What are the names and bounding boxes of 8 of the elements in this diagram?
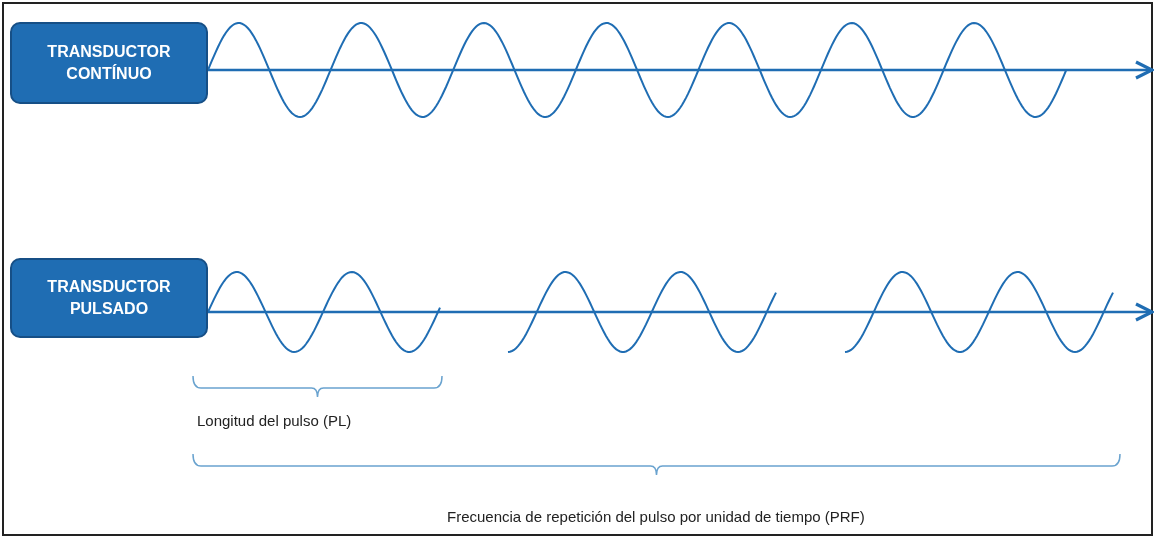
box-label: TRANSDUCTOR CONTÍNUO (46, 42, 172, 84)
dimension-label: Frecuencia de repetición del pulso por unidad de tiempo (PRF) (447, 508, 865, 525)
arrow (208, 302, 1154, 322)
box-label: TRANSDUCTOR PULSADO (46, 277, 172, 319)
arrow (208, 60, 1154, 80)
transducer-box (10, 258, 208, 338)
dimension-label: Longitud del pulso (PL) (197, 412, 352, 429)
transducer-box (10, 22, 208, 104)
